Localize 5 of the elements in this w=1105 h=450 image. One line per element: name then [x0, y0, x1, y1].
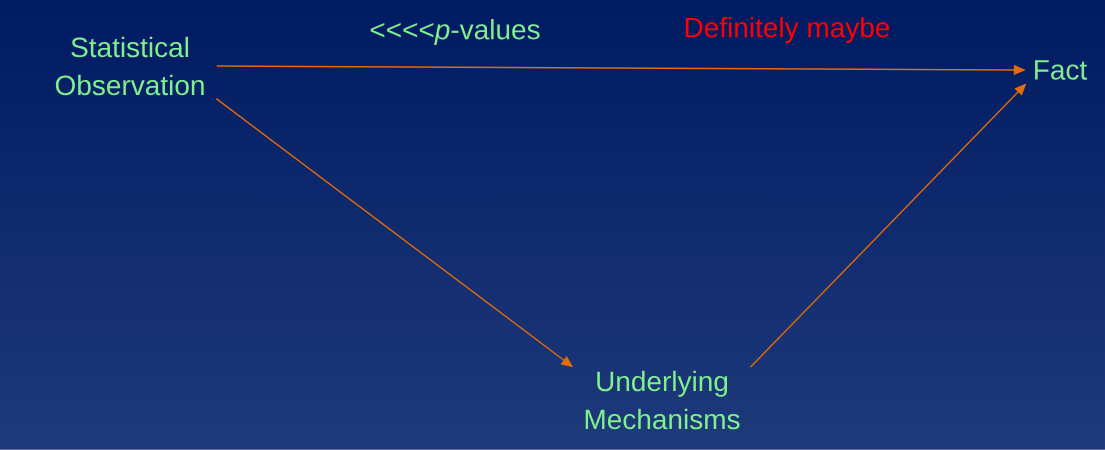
- node-label: Statistical Observation: [55, 36, 204, 96]
- node-label: Underlying Mechanisms: [585, 370, 740, 430]
- node-label: Fact: [1035, 60, 1088, 80]
- edge-label: <<<<p-values: [370, 18, 540, 46]
- annotation-text: Definitely maybe: [685, 16, 890, 44]
